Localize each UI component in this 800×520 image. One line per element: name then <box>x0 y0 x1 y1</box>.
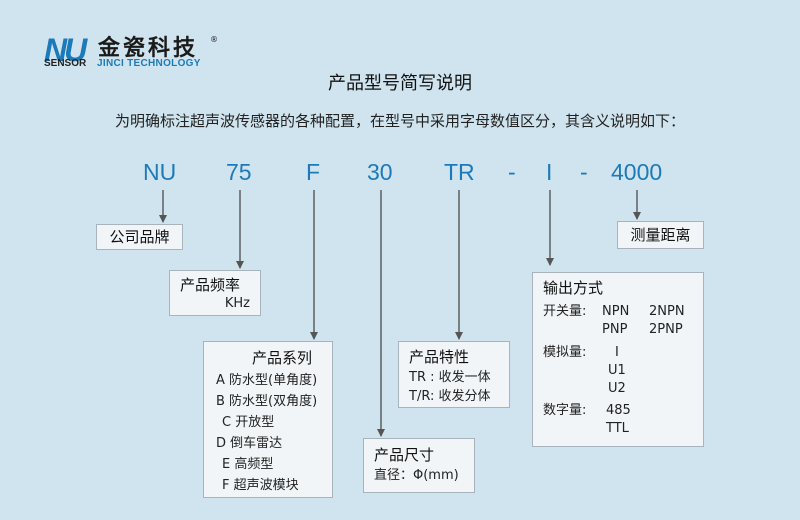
digital-value: TTL <box>606 421 629 436</box>
logo-english-name: JINCI TECHNOLOGY <box>97 58 201 69</box>
code-dash-2: - <box>580 159 588 185</box>
analog-value: I <box>615 345 619 360</box>
product-series-box: 产品系列 A 防水型(单角度) B 防水型(双角度) C 开放型 D 倒车雷达 … <box>203 341 333 498</box>
digital-value: 485 <box>606 403 631 418</box>
code-nu: NU <box>143 159 177 185</box>
code-size: 30 <box>367 159 393 185</box>
code-frequency: 75 <box>226 159 252 185</box>
page-title: 产品型号简写说明 <box>328 73 472 94</box>
switch-label: 开关量: <box>543 304 587 319</box>
digital-label: 数字量: <box>543 403 587 418</box>
feature-item: T/R: 收发分体 <box>409 389 491 404</box>
code-output: I <box>546 159 553 185</box>
output-mode-title: 输出方式 <box>543 279 604 297</box>
analog-value: U1 <box>608 363 626 378</box>
code-range: 4000 <box>611 159 663 185</box>
series-item: E 高频型 <box>222 457 274 472</box>
series-item: F 超声波模块 <box>222 478 299 493</box>
code-dash-1: - <box>508 159 516 185</box>
logo-sensor-text: SENSOR <box>44 58 87 69</box>
product-feature-box: 产品特性 TR : 收发一体 T/R: 收发分体 <box>398 341 510 408</box>
switch-value: 2PNP <box>649 322 683 337</box>
frequency-title: 产品频率 <box>180 276 241 294</box>
product-feature-title: 产品特性 <box>409 348 470 366</box>
frequency-box: 产品频率 KHz <box>169 270 261 316</box>
series-item: B 防水型(双角度) <box>216 394 318 409</box>
logo-chinese-name: 金瓷科技 <box>98 35 199 61</box>
product-size-title: 产品尺寸 <box>374 446 435 464</box>
product-size-detail: 直径：Φ(mm) <box>374 468 459 483</box>
company-brand-title: 公司品牌 <box>109 228 170 246</box>
series-item: A 防水型(单角度) <box>216 373 318 388</box>
intro-text: 为明确标注超声波传感器的各种配置，在型号中采用字母数值区分，其含义说明如下： <box>114 112 685 130</box>
series-item: C 开放型 <box>222 415 275 430</box>
company-brand-box: 公司品牌 <box>96 224 183 250</box>
code-series: F <box>306 159 321 185</box>
analog-value: U2 <box>608 381 626 396</box>
product-series-title: 产品系列 <box>252 349 313 367</box>
registered-mark: ® <box>210 35 218 44</box>
series-item: D 倒车雷达 <box>216 436 283 451</box>
switch-value: NPN <box>602 304 630 319</box>
switch-value: 2NPN <box>649 304 685 319</box>
product-size-box: 产品尺寸 直径：Φ(mm) <box>363 438 475 493</box>
measuring-distance-box: 测量距离 <box>617 221 704 249</box>
feature-item: TR : 收发一体 <box>409 370 491 385</box>
switch-value: PNP <box>602 322 628 337</box>
logo-nu-mark: NU <box>44 32 87 68</box>
measuring-distance-title: 测量距离 <box>630 226 691 244</box>
code-feature: TR <box>444 159 475 185</box>
output-mode-box: 输出方式 开关量: NPN PNP 2NPN 2PNP 模拟量: I U1 U2… <box>532 272 704 447</box>
frequency-unit: KHz <box>224 296 250 311</box>
analog-label: 模拟量: <box>543 345 587 360</box>
